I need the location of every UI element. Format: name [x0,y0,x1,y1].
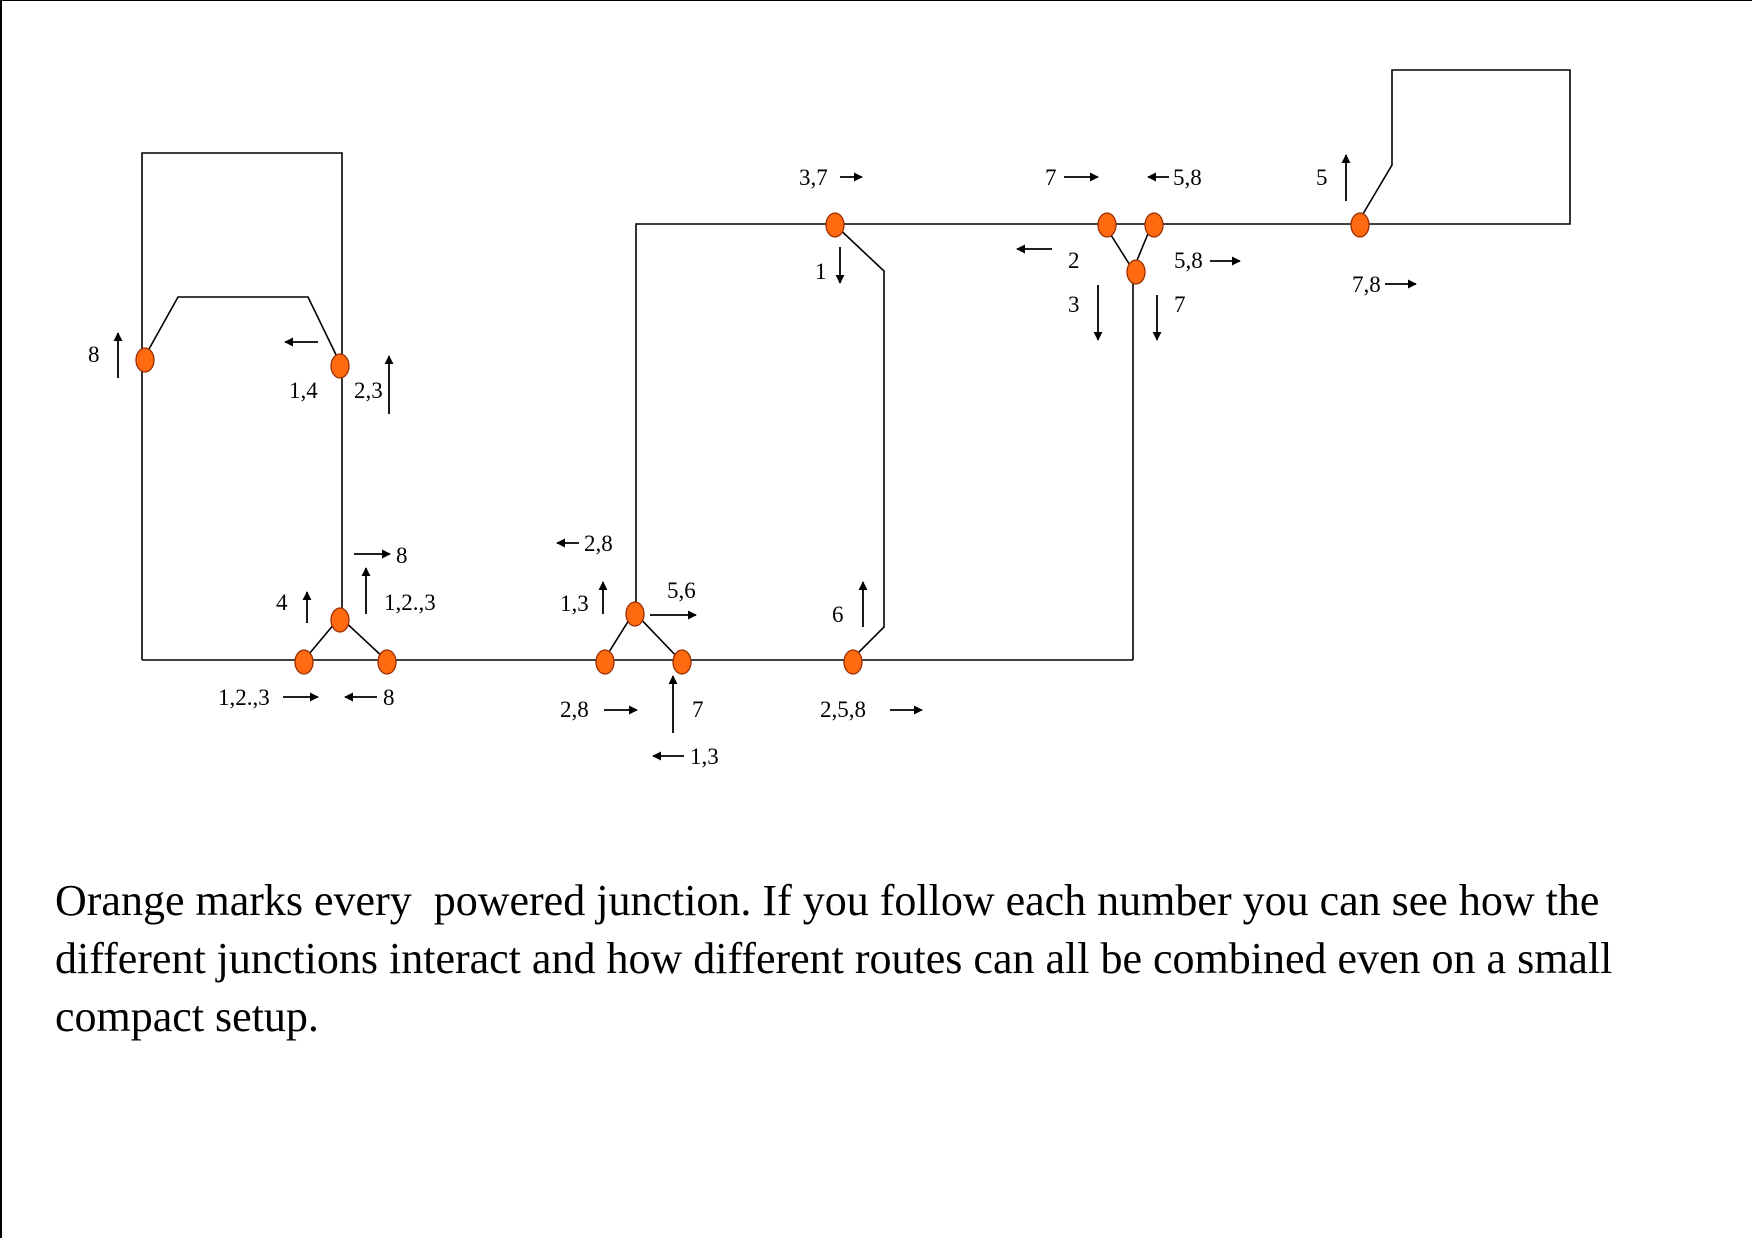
junction-dot [330,353,350,379]
diagram-caption: Orange marks every powered junction. If … [55,876,1624,1041]
junction-dot [330,607,350,633]
route-label: 7 [1174,292,1186,317]
route-label: 2,3 [354,378,383,403]
route-label: 3 [1068,292,1080,317]
route-label: 1,4 [289,378,318,403]
junction-dot [825,212,845,238]
junction-dot [1126,259,1146,285]
route-label: 8 [383,685,395,710]
junction-dot [135,347,155,373]
junction-dot [294,649,314,675]
route-label: 8 [396,543,408,568]
route-label: 7 [1045,165,1057,190]
track-left-loop-outer [141,152,343,660]
route-label: 1,2.,3 [218,685,270,710]
route-label: 5,6 [667,578,696,603]
junction-dot [1144,212,1164,238]
route-label: 5 [1316,165,1328,190]
route-label: 2,8 [560,697,589,722]
route-label: 7,8 [1352,272,1381,297]
track-middle-vertical [635,69,1571,612]
route-label: 1,3 [560,591,589,616]
route-label: 2 [1068,248,1080,273]
route-label: 4 [276,590,288,615]
track-inner-diagonal [833,223,885,661]
route-label: 3,7 [799,165,828,190]
track-left-inner-branch [143,296,341,364]
route-label: 1,2.,3 [384,590,436,615]
route-label: 6 [832,602,844,627]
direction-arrows [113,154,1417,761]
route-label: 5,8 [1173,165,1202,190]
route-labels: 8 1,4 2,3 8 4 1,2.,3 1,2.,3 8 2,8 1,3 5,… [88,165,1381,769]
route-label: 1 [815,259,827,284]
route-label: 2,5,8 [820,697,866,722]
junction-dot [625,601,645,627]
junction-dot [595,649,615,675]
track-lines [141,69,1571,661]
junction-dot [672,649,692,675]
powered-junctions [135,212,1370,675]
route-label: 8 [88,342,100,367]
junction-dot [1097,212,1117,238]
junction-dot [1350,212,1370,238]
junction-dot [843,649,863,675]
route-label: 7 [692,697,704,722]
route-label: 5,8 [1174,248,1203,273]
route-label: 2,8 [584,531,613,556]
route-label: 1,3 [690,744,719,769]
junction-dot [377,649,397,675]
